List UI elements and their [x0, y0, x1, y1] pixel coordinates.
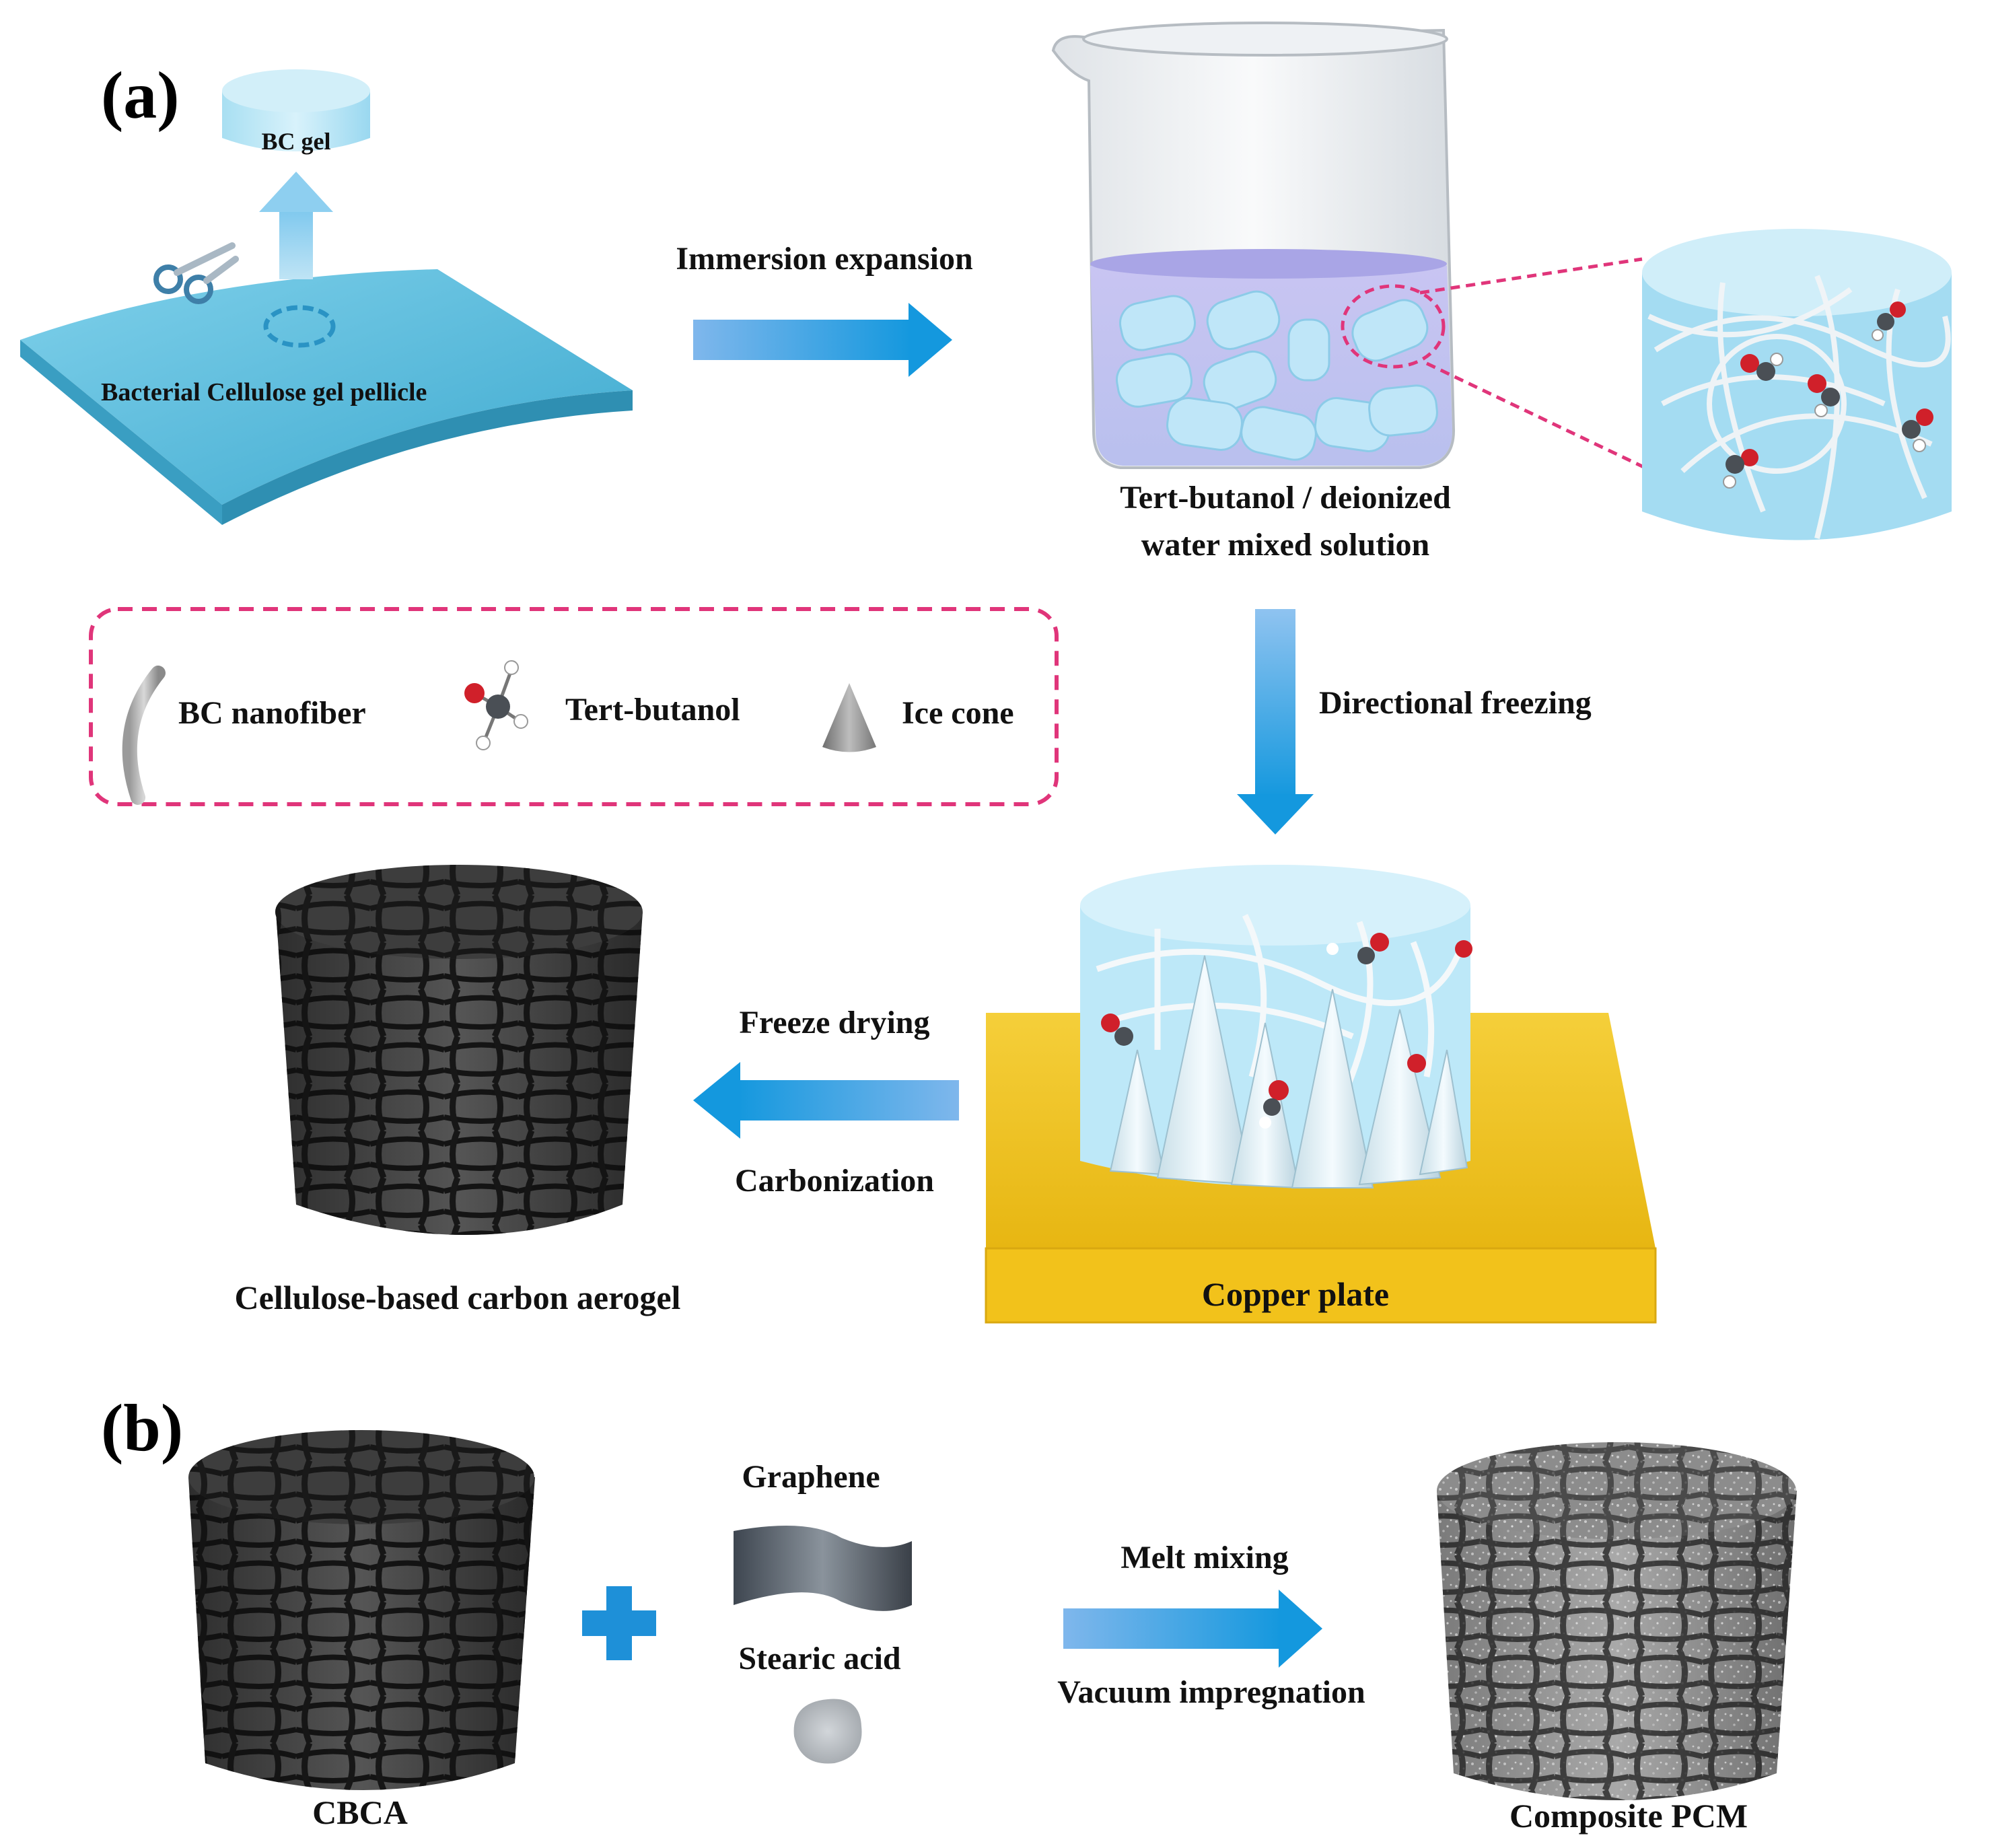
- legend-fiber-label: BC nanofiber: [178, 695, 366, 731]
- scissors-icon: [153, 242, 239, 304]
- immersion-label: Immersion expansion: [676, 241, 972, 277]
- freeze-drying-label: Freeze drying: [739, 1005, 929, 1040]
- zoomed-gel-cylinder: [1642, 229, 1952, 540]
- cut-marker-icon: [263, 305, 336, 348]
- stearic-label: Stearic acid: [738, 1641, 901, 1676]
- legend-box: [89, 607, 1059, 806]
- melt-mixing-label: Melt mixing: [1120, 1540, 1288, 1575]
- melt-mixing-arrow: [1063, 1590, 1322, 1668]
- cbca-cylinder: [188, 1430, 535, 1790]
- immersion-arrow: [693, 303, 952, 377]
- bc-gel-label: BC gel: [262, 128, 331, 155]
- composite-pcm-cylinder: [1437, 1442, 1797, 1800]
- copper-plate-label: Copper plate: [1202, 1275, 1389, 1313]
- fiber-icon: [122, 666, 166, 805]
- panel-b-label: (b): [101, 1390, 183, 1465]
- stearic-acid-icon: [793, 1699, 862, 1764]
- bacterial-cellulose-pellicle: [20, 269, 633, 525]
- cbca-label: CBCA: [312, 1793, 408, 1831]
- panel-a-label: (a): [101, 58, 180, 133]
- plus-icon: [582, 1586, 656, 1660]
- zoom-circle: [1341, 284, 1446, 369]
- vacuum-label: Vacuum impregnation: [1057, 1674, 1365, 1710]
- frozen-cylinder: [1080, 865, 1472, 1189]
- directional-freezing-arrow: [1237, 609, 1314, 834]
- carbon-aerogel-cylinder: [275, 865, 643, 1235]
- directional-freezing-label: Directional freezing: [1319, 685, 1592, 721]
- gel-pieces: [1116, 290, 1438, 461]
- freeze-drying-arrow: [693, 1062, 959, 1139]
- graphene-sheet-icon: [734, 1526, 912, 1611]
- composite-pcm-label: Composite PCM: [1509, 1797, 1748, 1835]
- graphene-label: Graphene: [742, 1459, 880, 1495]
- tert-butanol-molecules: [1723, 301, 1933, 489]
- zoom-lines: [1419, 257, 1653, 473]
- solution-label-line2: water mixed solution: [1141, 527, 1429, 563]
- up-arrow-icon: [259, 172, 333, 279]
- aerogel-label: Cellulose-based carbon aerogel: [235, 1279, 681, 1316]
- solution-label-line1: Tert-butanol / deionized: [1120, 480, 1451, 516]
- bc-gel-cylinder: [222, 69, 370, 151]
- legend-cone-label: Ice cone: [902, 695, 1014, 731]
- tert-butanol-icon: [464, 660, 528, 750]
- ice-cone-icon: [822, 683, 876, 752]
- carbonization-label: Carbonization: [735, 1163, 934, 1199]
- pellicle-label: Bacterial Cellulose gel pellicle: [101, 378, 427, 406]
- legend-butanol-label: Tert-butanol: [565, 692, 740, 727]
